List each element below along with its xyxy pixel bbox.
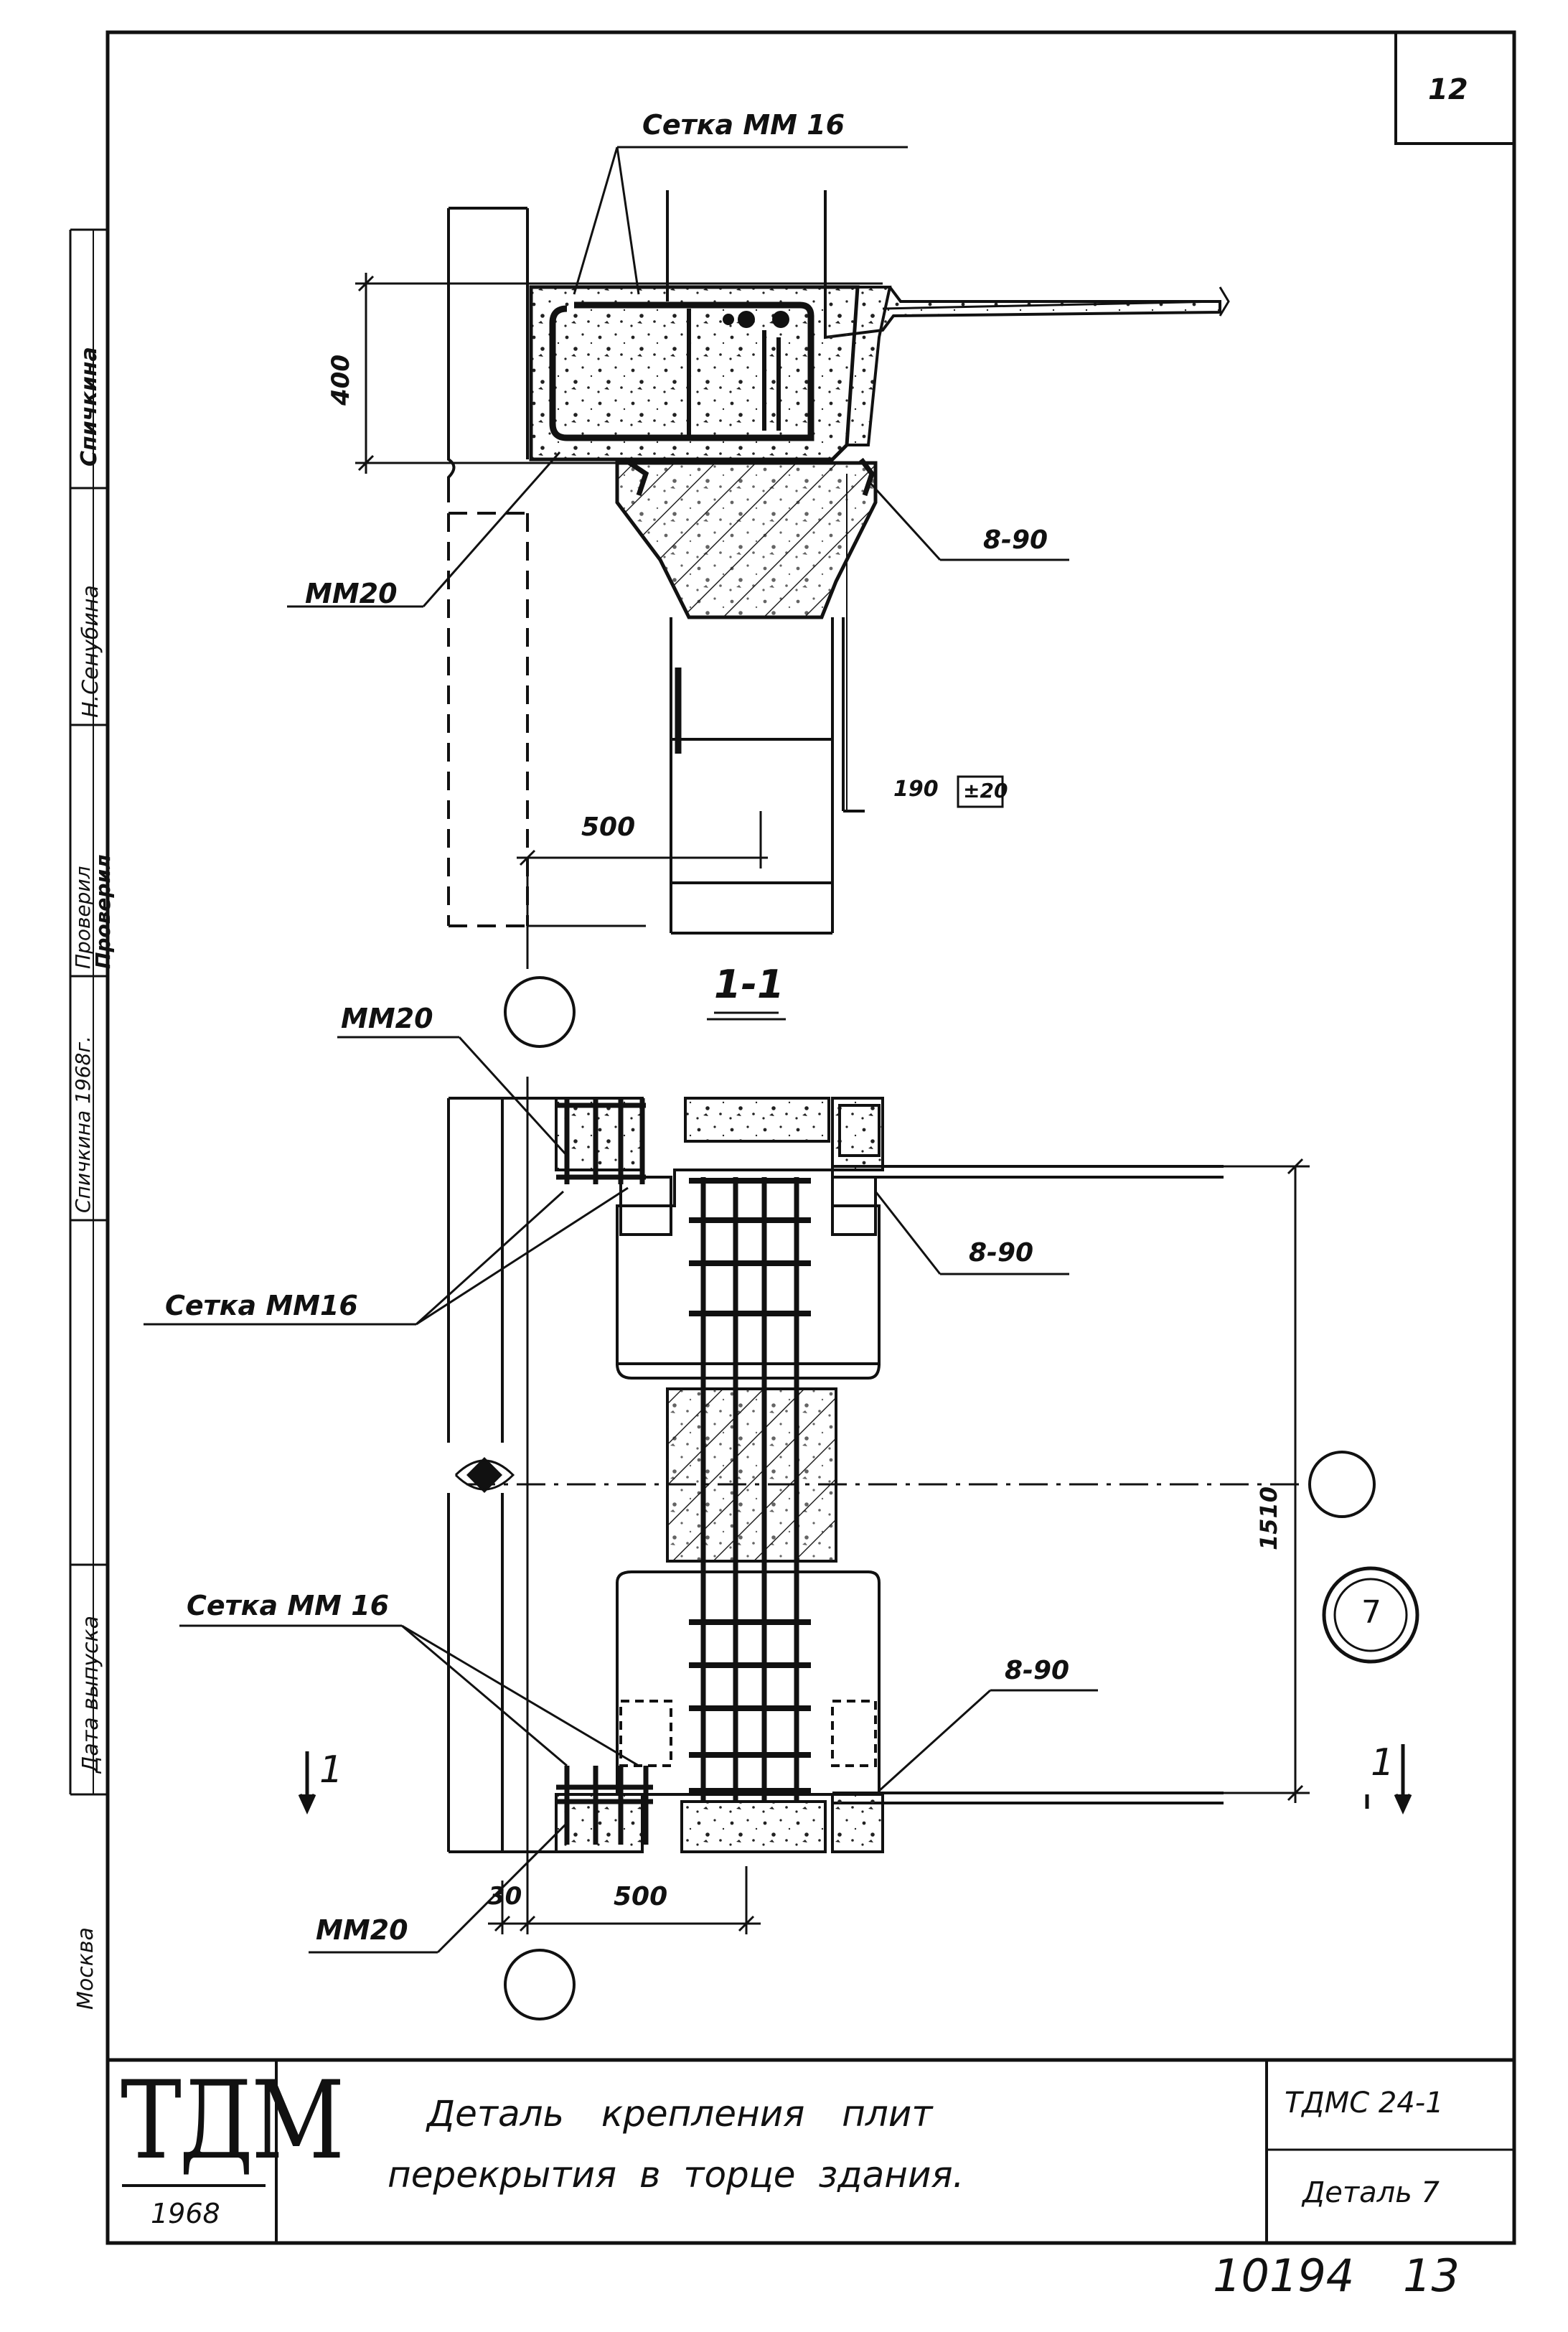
dim-1510: 1510 — [1255, 1486, 1282, 1550]
bolt-label-upper: 8-90 — [969, 1238, 1034, 1268]
stamp-developer: Спичкина — [77, 347, 102, 467]
stamp-release-date: Дата выпуска — [78, 1616, 103, 1773]
title-line-2: перекрытия в торце здания. — [388, 2154, 964, 2196]
archive-number: 10194 — [1213, 2249, 1355, 2302]
section-title: 1-1 — [714, 962, 784, 1007]
page-number: 13 — [1403, 2249, 1460, 2302]
dim-tolerance: ±20 — [963, 779, 1008, 802]
mesh-top-label: Сетка ММ 16 — [642, 109, 845, 141]
dim-height-400: 400 — [327, 355, 355, 406]
cut-mark-right: 1 — [1371, 1741, 1395, 1784]
dim-width-500: 500 — [581, 813, 636, 842]
bolt-label-section: 8-90 — [983, 525, 1048, 555]
title-block-year: 1968 — [151, 2198, 220, 2229]
stamp-city: Москва — [73, 1927, 98, 2010]
sheet-number: 12 — [1428, 73, 1468, 106]
series-code: ТДМС 24-1 — [1285, 2087, 1444, 2120]
mesh-label-upper: Сетка ММ16 — [165, 1290, 358, 1321]
tdm-logo: ТДМ — [121, 2059, 344, 2183]
title-line-1: Деталь крепления плит — [427, 2093, 933, 2135]
dim-30: 30 — [488, 1882, 522, 1911]
detail-code: Деталь 7 — [1302, 2176, 1440, 2209]
stamp-developer-signature: Н.Сенубина — [78, 585, 103, 718]
dim-190: 190 — [893, 777, 939, 802]
dim-500-bottom: 500 — [614, 1882, 668, 1911]
detail-number: 7 — [1361, 1594, 1381, 1631]
plan-view-drawing — [144, 1036, 1419, 2020]
mm20-label-section: ММ20 — [305, 578, 398, 609]
stamp-year-field: Спичкина 1968г. — [71, 1036, 95, 1213]
mesh-label-lower: Сетка ММ 16 — [187, 1590, 390, 1621]
section-1-1-drawing — [287, 146, 1230, 1048]
sheet-frame — [69, 30, 1516, 2245]
cut-mark-left: 1 — [319, 1748, 344, 1792]
mm20-label-top: ММ20 — [341, 1003, 433, 1034]
stamp-checked-1: Проверил — [71, 866, 95, 969]
stamp-checked-2: Проверил — [91, 854, 115, 969]
mm20-label-bottom: ММ20 — [316, 1914, 408, 1946]
bolt-label-lower: 8-90 — [1005, 1656, 1070, 1685]
